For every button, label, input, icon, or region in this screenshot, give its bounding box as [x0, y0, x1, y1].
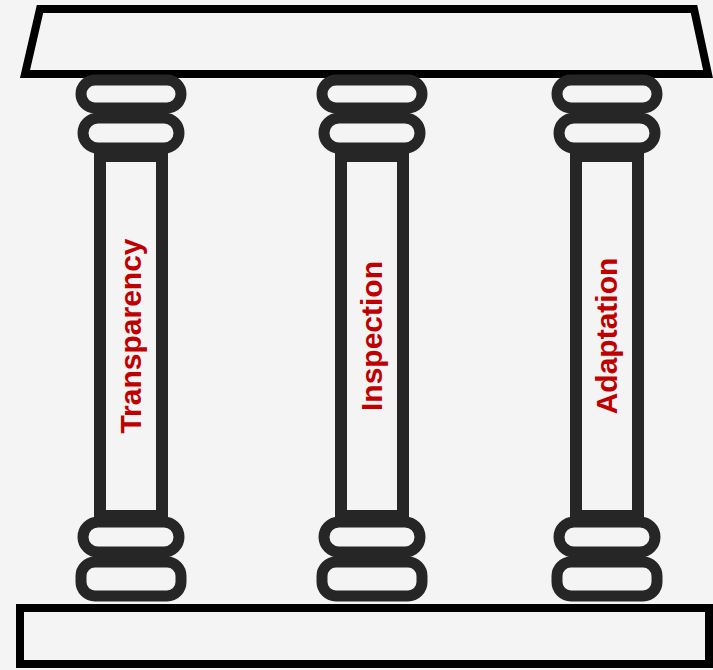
pillar-plinth — [81, 562, 181, 596]
pillar-plinth — [322, 562, 422, 596]
pillar-capitals — [81, 80, 657, 596]
roof-slab — [25, 9, 708, 74]
pillar-ring — [83, 118, 179, 148]
pillar-ring — [559, 522, 655, 552]
pillar-ring — [83, 522, 179, 552]
base-slab — [20, 608, 709, 664]
pillar-abacus — [81, 80, 181, 108]
pillar-label: Adaptation — [592, 258, 622, 415]
pillar-ring — [324, 522, 420, 552]
pillar-abacus — [557, 80, 657, 108]
pillar-shaft: Transparency — [94, 150, 168, 522]
pillar-label: Inspection — [357, 261, 387, 411]
pillar-ring — [559, 118, 655, 148]
pillar-label: Transparency — [116, 238, 146, 433]
pillar-abacus — [322, 80, 422, 108]
pillar-shaft: Adaptation — [570, 150, 644, 522]
pillar-plinth — [557, 562, 657, 596]
pillar-shaft: Inspection — [335, 150, 409, 522]
pillar-ring — [324, 118, 420, 148]
